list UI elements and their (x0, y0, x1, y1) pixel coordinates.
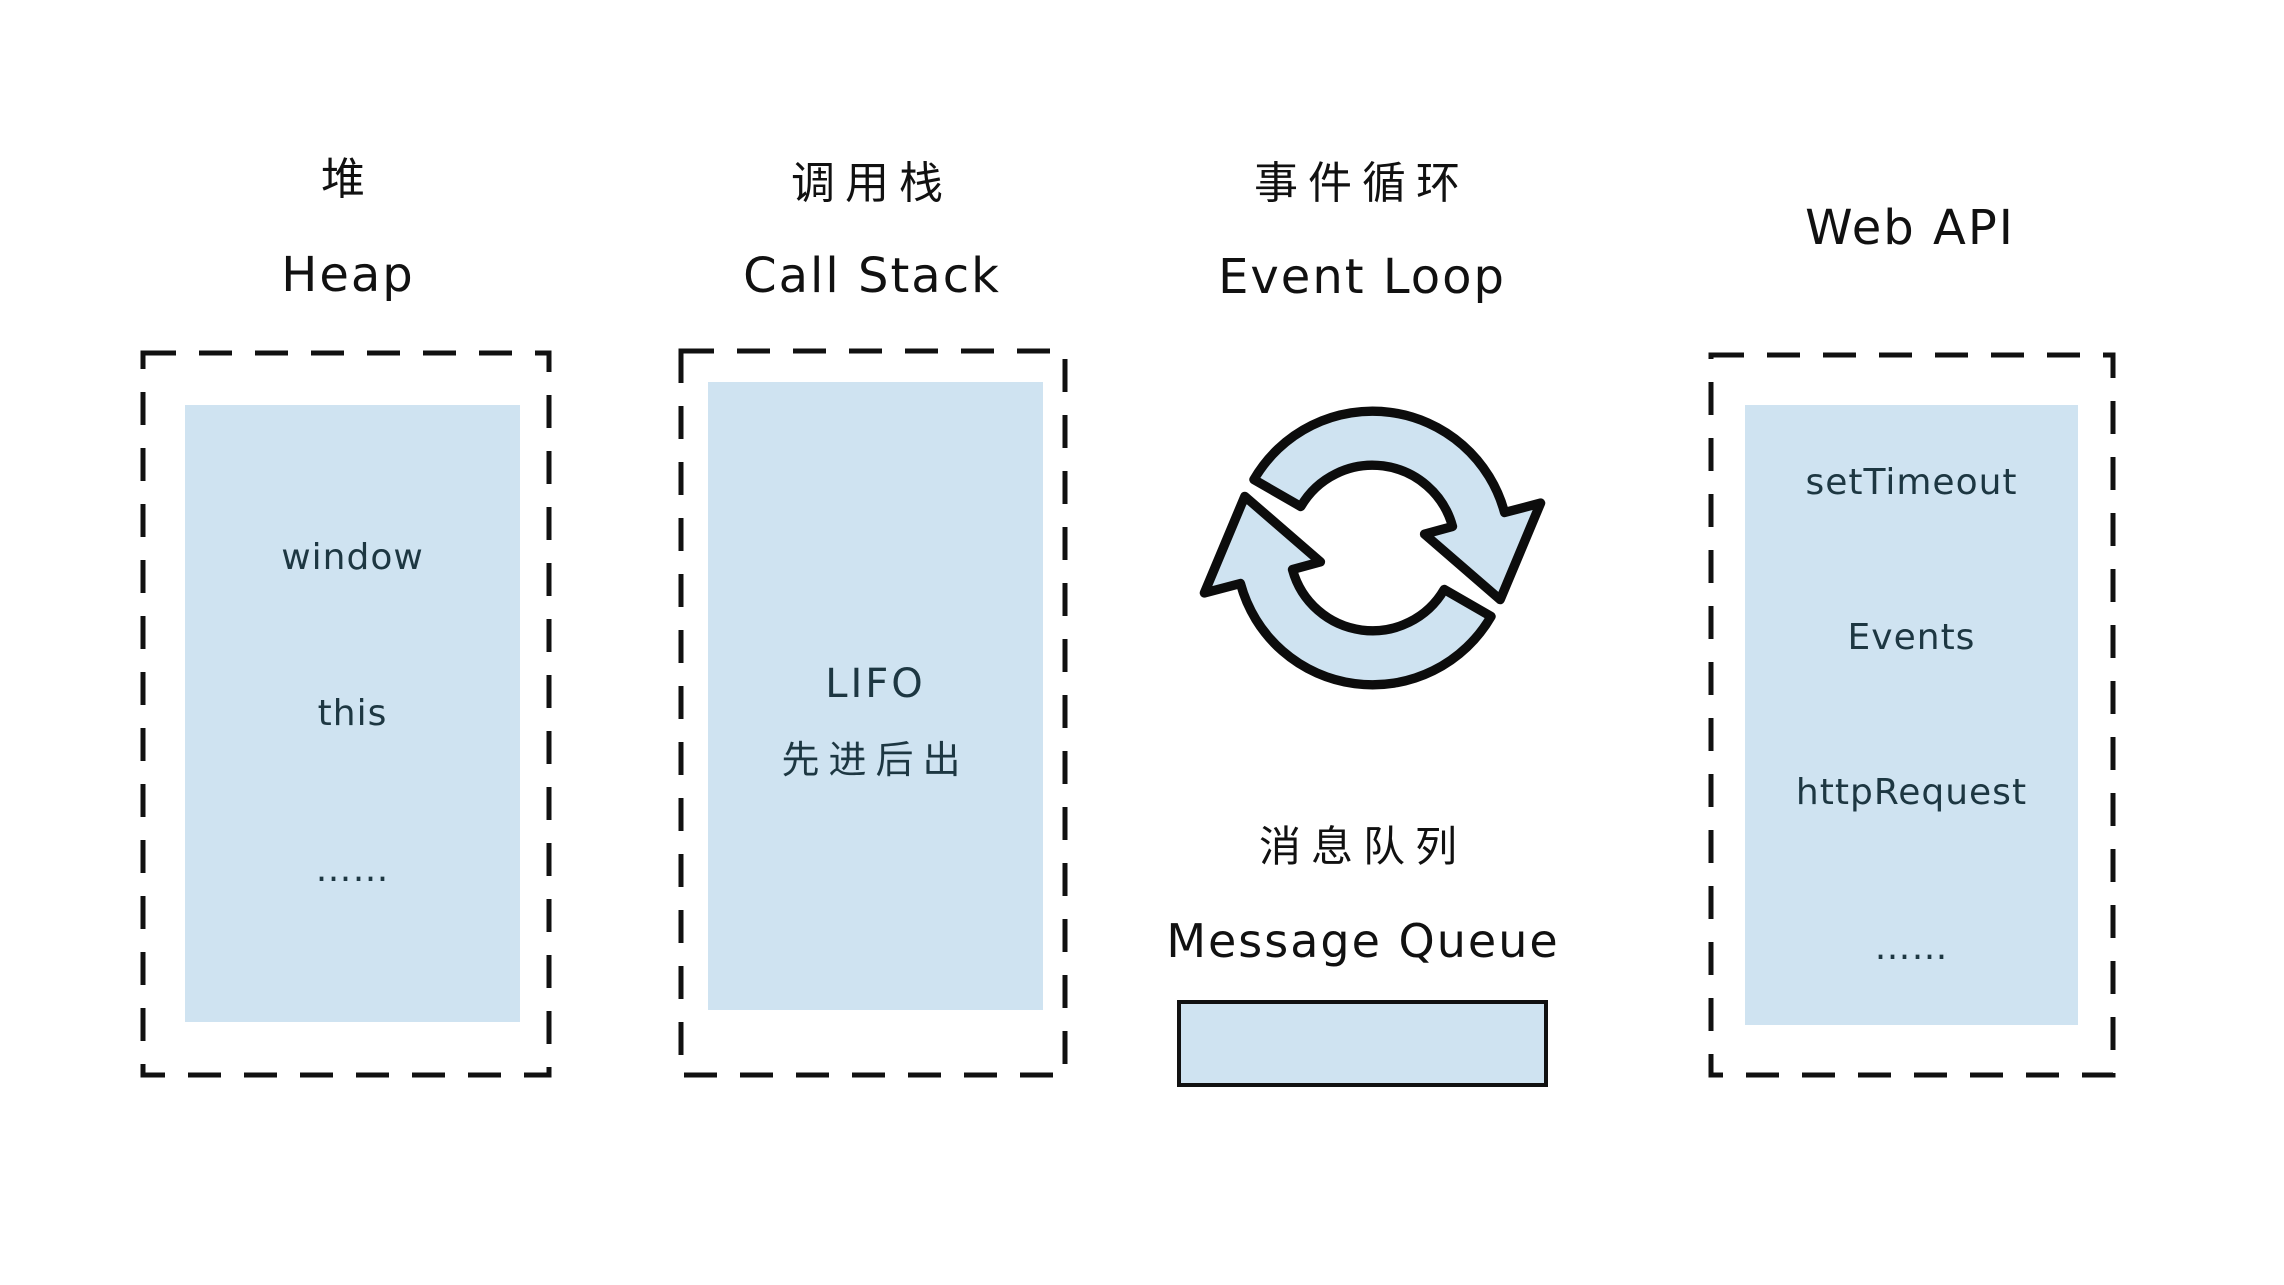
eventloop-title-zh: 事件循环 (1254, 158, 1470, 209)
cycle-arrows-icon (1199, 406, 1546, 690)
callstack-title-en: Call Stack (743, 248, 1001, 304)
callstack-title-zh: 调用栈 (791, 158, 953, 209)
webapi-dashed-border (1708, 352, 2116, 1078)
heap-title-en: Heap (281, 247, 415, 303)
eventloop-title-en: Event Loop (1218, 249, 1506, 305)
webapi-item-events: Events (1847, 616, 1976, 658)
webapi-item-httprequest: httpRequest (1795, 771, 2028, 813)
heap-item-ellipsis: …… (315, 848, 390, 890)
callstack-box: LIFO 先进后出 (708, 382, 1043, 1010)
callstack-item-lifo: LIFO (825, 661, 926, 707)
heap-title-zh: 堆 (321, 154, 375, 205)
heap-box: window this …… (185, 405, 520, 1022)
messagequeue-title-zh: 消息队列 (1258, 822, 1467, 871)
webapi-title-en: Web API (1805, 200, 2015, 256)
heap-item-this: this (317, 692, 388, 734)
webapi-item-ellipsis: …… (1874, 926, 1949, 968)
webapi-box: setTimeout Events httpRequest …… (1745, 405, 2078, 1025)
callstack-dashed-border (678, 348, 1068, 1078)
messagequeue-title-en: Message Queue (1166, 914, 1560, 968)
cycle-top-arrow (1249, 406, 1546, 605)
messagequeue-box (1177, 1000, 1548, 1087)
heap-item-window: window (281, 536, 424, 578)
cycle-bottom-arrow (1199, 491, 1496, 690)
webapi-item-settimeout: setTimeout (1805, 461, 2018, 503)
callstack-item-filo-zh: 先进后出 (781, 738, 970, 782)
